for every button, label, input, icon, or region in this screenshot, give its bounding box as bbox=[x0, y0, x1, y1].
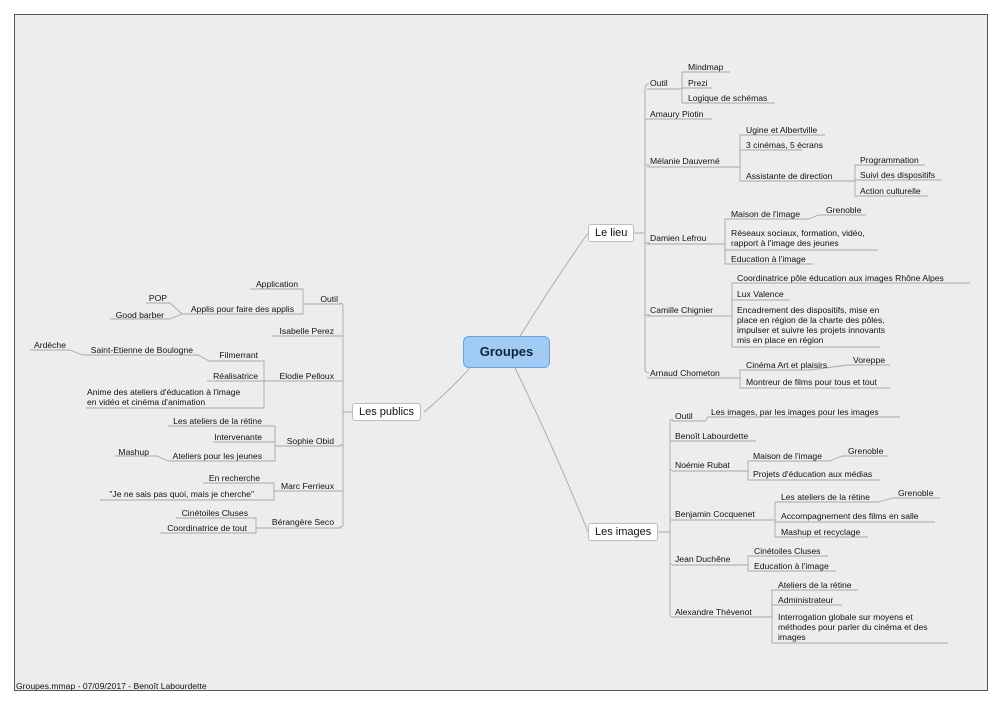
topic-arnaud-chometon[interactable]: Arnaud Chometon bbox=[650, 368, 720, 378]
topic-accompagnement-films[interactable]: Accompagnement des films en salle bbox=[781, 511, 919, 521]
topic-camille-chignier[interactable]: Camille Chignier bbox=[650, 305, 714, 315]
topic-voreppe[interactable]: Voreppe bbox=[853, 355, 886, 365]
topic-outil-lieu[interactable]: Outil bbox=[650, 78, 668, 88]
topic-administrateur[interactable]: Administrateur bbox=[778, 595, 834, 605]
topic-applis-pour-applis[interactable]: Applis pour faire des applis bbox=[190, 304, 294, 314]
topic-montreur-films[interactable]: Montreur de films pour tous et tout bbox=[746, 377, 877, 387]
topic-alexandre-thevenot[interactable]: Alexandre Thévenot bbox=[675, 607, 752, 617]
topic-en-recherche[interactable]: En recherche bbox=[208, 473, 260, 483]
topic-action-culturelle[interactable]: Action culturelle bbox=[860, 186, 921, 196]
topic-projets-education-medias[interactable]: Projets d'éducation aux médias bbox=[753, 469, 873, 479]
topic-education-image-lieu[interactable]: Education à l'image bbox=[731, 254, 806, 264]
topic-maison-image-lieu[interactable]: Maison de l'image bbox=[731, 209, 800, 219]
topic-damien-lefrou[interactable]: Damien Lefrou bbox=[650, 233, 707, 243]
central-topic[interactable]: Groupes bbox=[463, 336, 550, 368]
topic-ateliers-jeunes[interactable]: Ateliers pour les jeunes bbox=[172, 451, 262, 461]
topic-mashup-publics[interactable]: Mashup bbox=[118, 447, 149, 457]
topic-benoit-labourdette[interactable]: Benoît Labourdette bbox=[675, 431, 749, 441]
topic-ugine-albertville[interactable]: Ugine et Albertville bbox=[746, 125, 818, 135]
topic-je-ne-sais-pas[interactable]: "Je ne sais pas quoi, mais je cherche" bbox=[109, 489, 254, 499]
topic-outil-images[interactable]: Outil bbox=[675, 411, 693, 421]
topic-assistante-direction[interactable]: Assistante de direction bbox=[746, 171, 833, 181]
topic-pop[interactable]: POP bbox=[148, 293, 167, 303]
topic-ateliers-retine-alexandre[interactable]: Ateliers de la rétine bbox=[778, 580, 852, 590]
topic-logique-schemas[interactable]: Logique de schémas bbox=[688, 93, 768, 103]
topic-suivi-dispositifs[interactable]: Suivi des dispositifs bbox=[860, 170, 935, 180]
topic-outil-publics[interactable]: Outil bbox=[320, 294, 338, 304]
topic-ardeche[interactable]: Ardèche bbox=[33, 340, 66, 350]
topic-isabelle-perez[interactable]: Isabelle Perez bbox=[279, 326, 334, 336]
topic-lux-valence[interactable]: Lux Valence bbox=[737, 289, 784, 299]
topic-application[interactable]: Application bbox=[255, 279, 298, 289]
topic-coordinatrice-tout[interactable]: Coordinatrice de tout bbox=[167, 523, 247, 533]
topic-sophie-obid[interactable]: Sophie Obid bbox=[286, 436, 334, 446]
topic-amaury-piotin[interactable]: Amaury Piotin bbox=[650, 109, 704, 119]
topic-3-cinemas[interactable]: 3 cinémas, 5 écrans bbox=[746, 140, 823, 150]
topic-filmerrant[interactable]: Filmerrant bbox=[219, 350, 258, 360]
topic-berangere-seco[interactable]: Bérangère Seco bbox=[271, 517, 334, 527]
branch-les-images[interactable]: Les images bbox=[588, 523, 659, 541]
topic-grenoble-images-1[interactable]: Grenoble bbox=[848, 446, 884, 456]
topic-benjamin-cocquenet[interactable]: Benjamin Cocquenet bbox=[675, 509, 755, 519]
topic-mindmap[interactable]: Mindmap bbox=[688, 62, 724, 72]
topic-saint-etienne[interactable]: Saint-Etienne de Boulogne bbox=[90, 345, 193, 355]
topic-cinema-art-plaisirs[interactable]: Cinéma Art et plaisirs bbox=[746, 360, 828, 370]
topic-prezi[interactable]: Prezi bbox=[688, 78, 708, 88]
topic-mashup-recyclage[interactable]: Mashup et recyclage bbox=[781, 527, 861, 537]
topic-programmation[interactable]: Programmation bbox=[860, 155, 919, 165]
topic-ateliers-retine-images[interactable]: Les ateliers de la rétine bbox=[781, 492, 870, 502]
branch-le-lieu[interactable]: Le lieu bbox=[588, 224, 635, 242]
topic-grenoble-images-2[interactable]: Grenoble bbox=[898, 488, 934, 498]
topic-marc-ferrieux[interactable]: Marc Ferrieux bbox=[280, 481, 334, 491]
topic-ateliers-retine-publics[interactable]: Les ateliers de la rétine bbox=[173, 416, 262, 426]
topic-encadrement[interactable]: Encadrement des dispositifs, mise en pla… bbox=[737, 305, 886, 345]
topic-good-barber[interactable]: Good barber bbox=[115, 310, 164, 320]
footer-caption: Groupes.mmap - 07/09/2017 - Benoît Labou… bbox=[16, 681, 207, 691]
topic-elodie-pelloux[interactable]: Elodie Pelloux bbox=[279, 371, 334, 381]
topic-jean-duchene[interactable]: Jean Duchêne bbox=[675, 554, 731, 564]
topic-melanie-dauverne[interactable]: Mélanie Dauverné bbox=[650, 156, 720, 166]
topic-maison-image-images[interactable]: Maison de l'image bbox=[753, 451, 822, 461]
branch-les-publics[interactable]: Les publics bbox=[352, 403, 422, 421]
topic-anime-ateliers[interactable]: Anime des ateliers d'éducation à l'image… bbox=[87, 387, 241, 407]
topic-education-image-images[interactable]: Education à l'image bbox=[754, 561, 829, 571]
topic-noemie-rubat[interactable]: Noémie Rubat bbox=[675, 460, 730, 470]
topic-interrogation-globale[interactable]: Interrogation globale sur moyens et méth… bbox=[778, 612, 928, 642]
topic-grenoble-lieu[interactable]: Grenoble bbox=[826, 205, 862, 215]
topic-intervenante[interactable]: Intervenante bbox=[214, 432, 262, 442]
topic-reseaux-sociaux[interactable]: Réseaux sociaux, formation, vidéo, rappo… bbox=[731, 228, 865, 248]
topic-les-images-par-images[interactable]: Les images, par les images pour les imag… bbox=[711, 407, 879, 417]
topic-coordinatrice-pole[interactable]: Coordinatrice pôle éducation aux images … bbox=[737, 273, 944, 283]
topic-cinetoiles-cluses-publics[interactable]: Cinétoiles Cluses bbox=[181, 508, 248, 518]
topic-cinetoiles-cluses-images[interactable]: Cinétoiles Cluses bbox=[754, 546, 821, 556]
topic-realisatrice[interactable]: Réalisatrice bbox=[213, 371, 258, 381]
